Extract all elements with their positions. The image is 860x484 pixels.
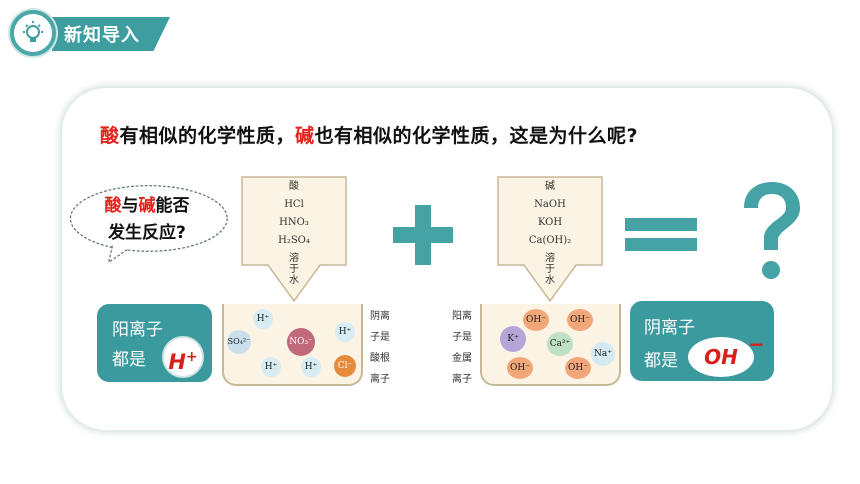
question-part2: 有相似的化学性质， [119,125,296,147]
acid-formulas: 酸 HCl HNO₃ H₂SO₄ 溶 于 水 [240,178,348,286]
speech-bubble [69,185,228,264]
dissolve-char: 水 [289,275,299,286]
ion-so4: SO₄²⁻ [227,330,251,354]
ion-cl: Cl⁻ [334,355,356,377]
bubble-rest: 能否 [155,196,190,216]
ion-h: H⁺ [335,322,355,342]
dissolve-char: 溶 [289,253,299,264]
side-label-line: 金属 [452,353,472,364]
bubble-acid: 酸 [104,196,122,216]
bubble-base: 碱 [138,196,156,216]
ion-h: H⁺ [253,309,273,329]
equals-sign [625,218,697,231]
side-label-line: 离子 [370,374,390,385]
bubble-with: 与 [121,196,139,216]
base-formulas: 碱 NaOH KOH Ca(OH)₂ 溶 于 水 [496,178,604,286]
dissolve-char: 水 [545,275,555,286]
question-text: 酸有相似的化学性质，碱也有相似的化学性质，这是为什么呢? [100,121,638,148]
cation-are: 都是 [112,350,146,370]
acid-formula: H₂SO₄ [278,235,310,246]
side-label-line: 酸根 [370,353,390,364]
acid-formula: HNO₃ [279,217,309,228]
bubble-line2: 发生反应? [108,223,186,243]
ion-ca: Ca²⁺ [547,332,573,356]
base-formula: Ca(OH)₂ [528,235,572,246]
header-bar [52,17,170,51]
side-label-line: 阴离 [370,311,390,322]
ion-na: Na⁺ [591,342,615,366]
side-label-line: 子是 [370,332,390,343]
ion-oh: OH⁻ [567,309,593,331]
oh-ion-charge: − [748,332,765,356]
acid-formula: HCl [284,199,304,210]
section-title: 新知导入 [64,25,140,46]
ion-h: H⁺ [261,357,281,377]
oh-ion-symbol: OH [704,345,738,369]
ion-k: K⁺ [500,326,526,352]
question-part4: 也有相似的化学性质，这是为什么呢? [314,125,639,147]
oh-ion-badge: OH [688,337,754,377]
equals-sign-lower [625,238,697,251]
base-formula: KOH [537,217,563,228]
lightbulb-icon [10,10,56,56]
anion-label: 阴离子 [644,318,695,338]
base-side-label: 阳离 子是 金属 离子 [452,306,472,390]
side-label-line: 阳离 [452,311,472,322]
cation-label: 阳离子 [112,320,163,340]
base-arrow [497,176,603,303]
base-title: 碱 [545,181,555,192]
dissolve-char: 于 [545,264,555,275]
acid-arrow [241,176,347,303]
plus-sign-vertical [415,205,431,265]
ion-oh: OH⁻ [565,357,591,379]
h-ion-symbol: H [168,350,186,374]
ion-oh: OH⁻ [507,357,533,379]
ion-no3: NO₃⁻ [287,328,315,356]
acid-title: 酸 [289,181,299,192]
h-ion-badge: H+ [162,336,204,378]
ion-oh: OH⁻ [523,309,549,331]
side-label-line: 离子 [452,374,472,385]
acid-side-label: 阴离 子是 酸根 离子 [370,306,390,390]
bubble-question: 酸与碱能否 发生反应? [57,193,237,247]
ion-h: H⁺ [301,357,321,377]
base-formula: NaOH [534,199,566,210]
question-base: 碱 [295,125,315,147]
dissolve-char: 于 [289,264,299,275]
question-acid: 酸 [100,125,120,147]
h-ion-charge: + [185,349,198,365]
dissolve-char: 溶 [545,253,555,264]
question-mark-icon [744,182,800,279]
anion-are: 都是 [644,351,678,371]
side-label-line: 子是 [452,332,472,343]
